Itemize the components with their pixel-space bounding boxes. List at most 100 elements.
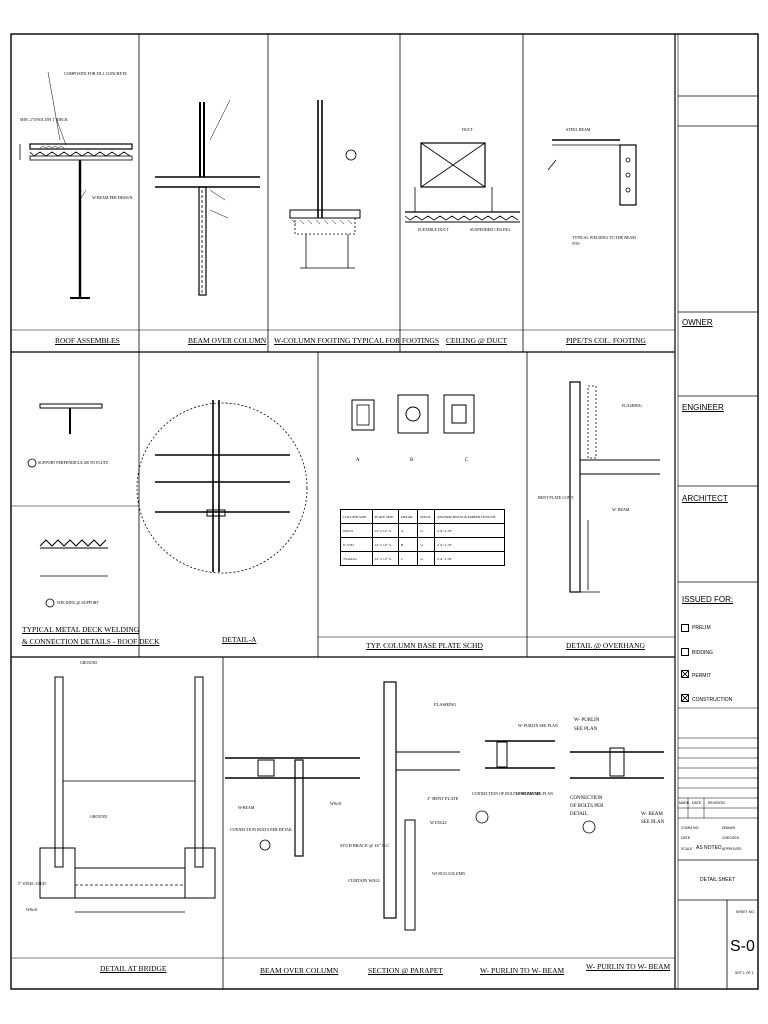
scale-value: AS NOTED — [696, 845, 722, 851]
purlin2-note-detail: DETAIL — [570, 812, 588, 817]
purlin2-note-seeplan-1: SEE PLAN — [574, 727, 598, 732]
purlin1-note-beam: W- BEAM SEE PLAN — [516, 791, 553, 796]
checked-label: CHECKED — [722, 836, 740, 840]
table-cell: ¼ — [417, 523, 435, 538]
table-cell: 12" x 12" ¾ — [371, 523, 399, 538]
roof-note-deck: MIN. 2"ONOLITH 1" DECK — [20, 117, 68, 122]
table-cell: 4 ¾" x 18" — [433, 551, 506, 566]
base-plate-label-a: A — [356, 458, 360, 463]
parapet-note-flashing: FLASHING — [434, 702, 457, 707]
table-cell: 6" STD — [340, 537, 373, 552]
table-cell: TS4x4x¼ — [340, 551, 373, 566]
ceiling-note-duct: DUCT — [462, 127, 473, 132]
metal-deck-title-2: & CONNECTION DETAILS - ROOF DECK — [22, 637, 160, 646]
purlin-title-2: W- PURLIN TO W- BEAM — [586, 962, 671, 971]
bridge-note-stud: 5" STEEL STUD — [18, 881, 46, 886]
ceiling-duct-title: CEILING @ DUCT — [446, 336, 508, 345]
table-header-row: COLUMN SIZE PLATE SIZE DETAIL WELD ANCHO… — [340, 509, 506, 524]
scale-label: SCALE — [681, 847, 693, 851]
prelim-checkbox[interactable] — [681, 624, 689, 632]
purlin1-note-purlin: W- PURLIN SEE PLAN — [518, 723, 558, 728]
construction-label: CONSTRUCTION — [692, 697, 733, 703]
sheet-border — [10, 33, 759, 990]
check-x-icon — [682, 671, 688, 677]
construction-checkbox[interactable] — [681, 694, 689, 702]
ceiling-note-ceiling: SUSPENDED CEILING — [470, 227, 511, 232]
sheet-title: DETAIL SHEET — [700, 877, 736, 883]
beam-over-column-title-2: BEAM OVER COLUMN — [260, 966, 339, 975]
pipe-note-welding: TYPICAL WELDING TO THE BEAM — [572, 235, 636, 240]
prelim-label: PRELIM — [692, 625, 711, 631]
boc2-note-bolts: CONNECTION BOLTS PER DETAIL — [230, 827, 293, 832]
issued-for-label: ISSUED FOR: — [682, 595, 734, 604]
revision-header-date: DATE — [692, 801, 702, 805]
w-column-footing-title: W-COLUMN FOOTING TYPICAL FOR FOOTINGS — [274, 336, 440, 345]
revision-header-mark: MARK — [679, 801, 690, 805]
table-row: 6" STD 12" x 12" ¾ B ¼ 4 ¾" x 18" — [340, 537, 506, 552]
overhang-note-beam: W- BEAM — [612, 507, 630, 512]
deck-note-support: SUPPORT PERPENDICULAR TO FLUTE — [38, 460, 109, 465]
table-cell: 12" x 12" ¾ — [371, 537, 399, 552]
metal-deck-title-1: TYPICAL METAL DECK WELDING — [22, 625, 140, 634]
drawn-label: DRAWN — [722, 826, 736, 830]
roof-note-concrete: COMPOSITE FOR FILL CONCRETE — [64, 71, 127, 76]
boc2-note-w8: W8x31 — [330, 801, 342, 806]
table-header: DETAIL — [397, 509, 419, 524]
base-plate-label-c: C — [465, 458, 469, 463]
beam-over-column-title-1: BEAM OVER COLUMN — [188, 336, 267, 345]
parapet-note-column: W10X33 COLUMN — [432, 871, 465, 876]
beam-over-column-drawing-1 — [155, 99, 260, 296]
roof-assembly-drawing — [19, 71, 133, 299]
bridge-note-ground-1: GROUND — [80, 660, 98, 665]
parapet-title: SECTION @ PARAPET — [368, 966, 443, 975]
pipe-col-footing-drawing — [547, 139, 637, 206]
bridge-note-ground-2: GROUND — [90, 814, 108, 819]
overhang-title: DETAIL @ OVERHANG — [566, 641, 645, 650]
table-row: W8x31 12" x 12" ¾ A ¼ 4 ¾" x 18" — [340, 523, 506, 538]
permit-checkbox[interactable] — [681, 670, 689, 678]
table-cell: 4 ¾" x 18" — [433, 523, 506, 538]
owner-label: OWNER — [682, 318, 713, 327]
bridge-note-w8: W8x31 — [26, 907, 38, 912]
bridge-drawing — [39, 676, 216, 913]
parapet-note-stud: STUD BRACE @ 16" O.C. — [340, 843, 391, 848]
revision-header-revision: REVISION — [708, 801, 725, 805]
table-header: WELD — [417, 509, 435, 524]
sheet-number: S-0 — [730, 938, 755, 955]
table-cell: A — [397, 523, 419, 538]
table-cell: B — [397, 537, 419, 552]
sheet-no-label: SHEET NO. — [736, 910, 755, 914]
base-plate-drawings — [351, 394, 475, 434]
architect-label: ARCHITECT — [682, 494, 728, 503]
overhang-note-flashing: FLASHING — [622, 403, 642, 408]
sheet-count: SHT 1 OF 1 — [735, 971, 754, 975]
parapet-note-curtain: CURTAIN WALL — [348, 878, 381, 883]
table-cell: C — [397, 551, 419, 566]
table-cell: ¼ — [417, 551, 435, 566]
permit-label: PERMIT — [692, 673, 711, 679]
pipe-col-footing-title: PIPE/TS COL. FOOTING — [566, 336, 646, 345]
bridge-title: DETAIL AT BRIDGE — [100, 964, 167, 973]
bidding-checkbox[interactable] — [681, 648, 689, 656]
overhang-note-plate: BENT PLATE CONT. — [538, 495, 574, 500]
table-header: ANCHOR BOLTS & EMBED LENGTH — [433, 509, 506, 524]
roof-assemblies-title: ROOF ASSEMBLES — [55, 336, 120, 345]
parapet-note-bent: 3" BENT PLATE — [427, 796, 459, 801]
metal-deck-drawing — [27, 403, 108, 608]
purlin2-note-beam: W- BEAM — [641, 812, 663, 817]
purlin-title-1: W- PURLIN TO W- BEAM — [480, 966, 565, 975]
parapet-drawing — [383, 681, 489, 931]
approved-label: APPROVED — [722, 847, 742, 851]
pipe-note-nts: NTS — [572, 241, 580, 246]
roof-note-beam: W-BEAM PER DESIGN — [92, 195, 133, 200]
purlin-drawing-2 — [570, 747, 664, 834]
purlin-drawing-1 — [485, 740, 555, 769]
base-plate-schedule-table: COLUMN SIZE PLATE SIZE DETAIL WELD ANCHO… — [340, 509, 506, 566]
table-row: TS4x4x¼ 12" x 12" ¾ C ¼ 4 ¾" x 18" — [340, 551, 506, 566]
check-x-icon — [682, 695, 688, 701]
table-cell: 12" x 12" ¾ — [371, 551, 399, 566]
ceiling-duct-drawing — [404, 142, 520, 223]
ceiling-note-flex: FLEXIBLE DUCT — [418, 227, 449, 232]
pipe-note-beam: STEEL BEAM — [566, 127, 591, 132]
